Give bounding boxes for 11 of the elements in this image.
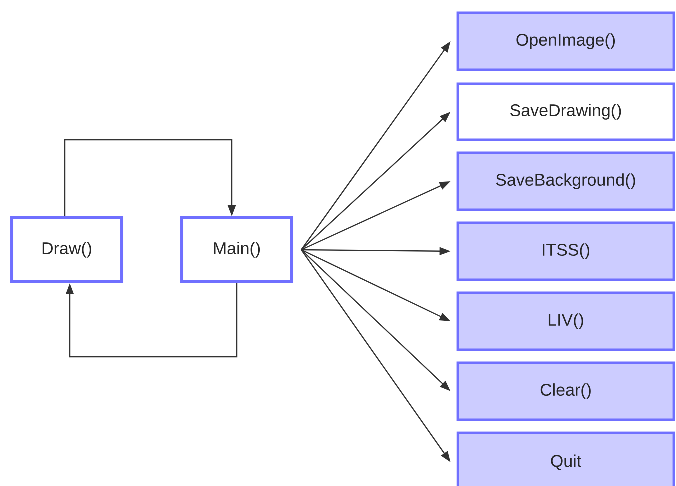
menu-box: SaveBackground() <box>456 152 676 212</box>
function-box: Main() <box>180 216 294 284</box>
arrow <box>66 283 238 358</box>
function-box: Draw() <box>10 216 124 284</box>
menu-box: LIV() <box>456 292 676 352</box>
menu-box: ITSS() <box>456 222 676 282</box>
arrow <box>64 139 236 216</box>
menu-box: OpenImage() <box>456 12 676 72</box>
menu-box: Clear() <box>456 362 676 422</box>
menu-box: Quit <box>456 432 676 486</box>
menu-box: SaveDrawing() <box>456 82 676 142</box>
